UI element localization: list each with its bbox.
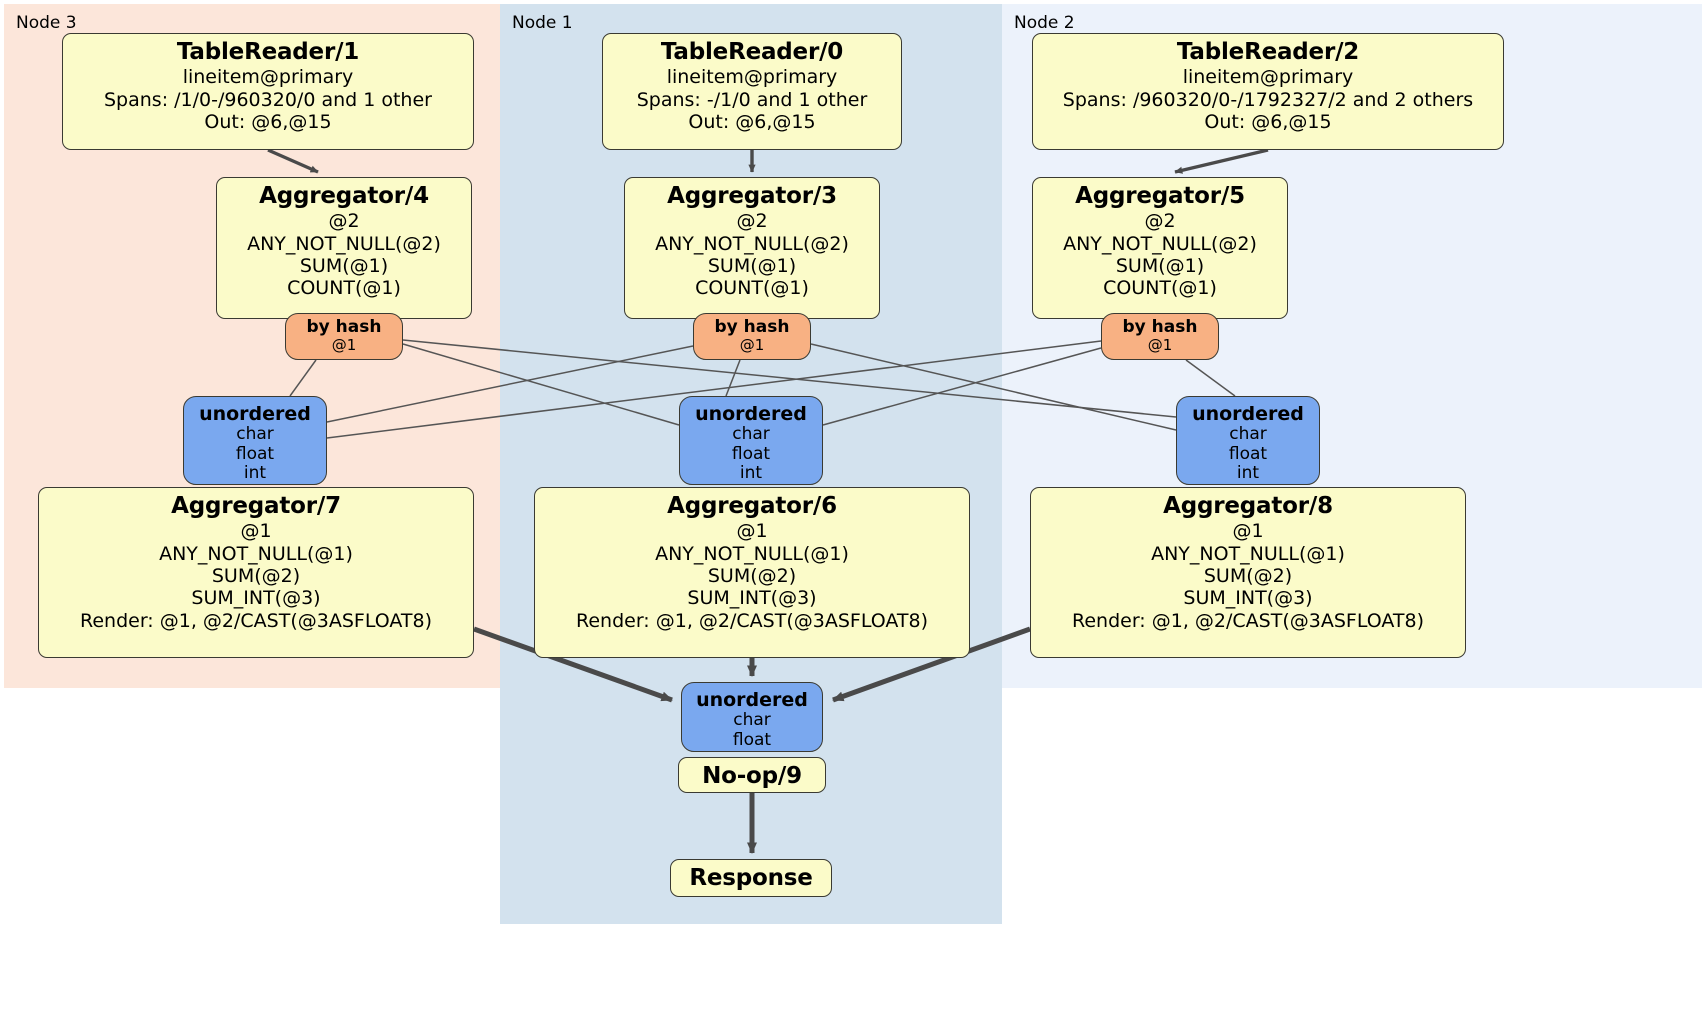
- synchronizer-detail: int: [739, 463, 763, 484]
- processor-detail: lineitem@primary: [182, 66, 354, 89]
- router-detail: @1: [739, 336, 765, 355]
- processor-title: TableReader/1: [176, 39, 360, 65]
- processor-detail: lineitem@primary: [666, 66, 838, 89]
- processor-detail: Render: @1, @2/CAST(@3ASFLOAT8): [1072, 609, 1424, 632]
- processor-detail: ANY_NOT_NULL(@2): [1063, 232, 1257, 255]
- processor-detail: @1: [736, 520, 768, 543]
- processor-title: No-op/9: [702, 763, 802, 789]
- processor-title: Aggregator/6: [667, 493, 837, 519]
- router-title: by hash: [306, 317, 382, 337]
- processor-detail: Render: @1, @2/CAST(@3ASFLOAT8): [80, 609, 432, 632]
- processor-detail: COUNT(@1): [695, 277, 809, 300]
- processor-title: Aggregator/4: [259, 183, 429, 209]
- processor-detail: Spans: /960320/0-/1792327/2 and 2 others: [1062, 88, 1474, 111]
- processor-detail: Out: @6,@15: [688, 110, 816, 133]
- processor-detail: COUNT(@1): [287, 277, 401, 300]
- processor-detail: @2: [1144, 210, 1176, 233]
- processor-title: Aggregator/3: [667, 183, 837, 209]
- processor-detail: SUM_INT(@3): [191, 587, 321, 610]
- router-detail: @1: [1147, 336, 1173, 355]
- processor-detail: Render: @1, @2/CAST(@3ASFLOAT8): [576, 609, 928, 632]
- processor-response[interactable]: Response: [670, 859, 832, 897]
- node-region-label-node3: Node 3: [16, 13, 77, 33]
- synchronizer-detail: int: [1236, 463, 1260, 484]
- output-router-byhash5[interactable]: by hash@1: [1101, 313, 1219, 360]
- processor-detail: Out: @6,@15: [204, 110, 332, 133]
- node-region-label-node1: Node 1: [512, 13, 573, 33]
- synchronizer-detail: float: [732, 729, 772, 750]
- output-router-byhash4[interactable]: by hash@1: [285, 313, 403, 360]
- processor-detail: SUM(@2): [1203, 564, 1293, 587]
- processor-detail: COUNT(@1): [1103, 277, 1217, 300]
- processor-detail: ANY_NOT_NULL(@2): [247, 232, 441, 255]
- processor-title: Aggregator/8: [1163, 493, 1333, 519]
- synchronizer-detail: float: [235, 443, 275, 464]
- processor-title: TableReader/2: [1176, 39, 1360, 65]
- processor-detail: Out: @6,@15: [1204, 110, 1332, 133]
- processor-detail: SUM_INT(@3): [687, 587, 817, 610]
- synchronizer-title: unordered: [696, 689, 808, 711]
- processor-detail: ANY_NOT_NULL(@1): [655, 542, 849, 565]
- node-region-label-node2: Node 2: [1014, 13, 1075, 33]
- synchronizer-detail: char: [732, 424, 770, 445]
- processor-noop9[interactable]: No-op/9: [678, 757, 826, 793]
- processor-title: Response: [689, 865, 813, 891]
- synchronizer-detail: int: [243, 463, 267, 484]
- processor-detail: @2: [328, 210, 360, 233]
- processor-detail: Spans: -/1/0 and 1 other: [636, 88, 868, 111]
- processor-title: Aggregator/5: [1075, 183, 1245, 209]
- synchronizer-title: unordered: [695, 403, 807, 425]
- synchronizer-detail: char: [236, 424, 274, 445]
- synchronizer-title: unordered: [1192, 403, 1304, 425]
- processor-detail: ANY_NOT_NULL(@1): [1151, 542, 1345, 565]
- processor-detail: SUM(@2): [211, 564, 301, 587]
- processor-detail: SUM_INT(@3): [1183, 587, 1313, 610]
- synchronizer-detail: float: [1228, 443, 1268, 464]
- processor-detail: ANY_NOT_NULL(@1): [159, 542, 353, 565]
- synchronizer-detail: float: [731, 443, 771, 464]
- synchronizer-detail: char: [733, 710, 771, 731]
- processor-detail: SUM(@1): [707, 254, 797, 277]
- router-title: by hash: [714, 317, 790, 337]
- processor-detail: @1: [240, 520, 272, 543]
- synchronizer-detail: char: [1229, 424, 1267, 445]
- processor-title: Aggregator/7: [171, 493, 341, 519]
- processor-detail: SUM(@1): [299, 254, 389, 277]
- processor-detail: ANY_NOT_NULL(@2): [655, 232, 849, 255]
- synchronizer-title: unordered: [199, 403, 311, 425]
- processor-detail: @1: [1232, 520, 1264, 543]
- processor-title: TableReader/0: [660, 39, 844, 65]
- router-detail: @1: [331, 336, 357, 355]
- processor-detail: SUM(@1): [1115, 254, 1205, 277]
- router-title: by hash: [1122, 317, 1198, 337]
- processor-detail: @2: [736, 210, 768, 233]
- processor-detail: lineitem@primary: [1182, 66, 1354, 89]
- processor-detail: SUM(@2): [707, 564, 797, 587]
- output-router-byhash3[interactable]: by hash@1: [693, 313, 811, 360]
- processor-detail: Spans: /1/0-/960320/0 and 1 other: [104, 88, 432, 111]
